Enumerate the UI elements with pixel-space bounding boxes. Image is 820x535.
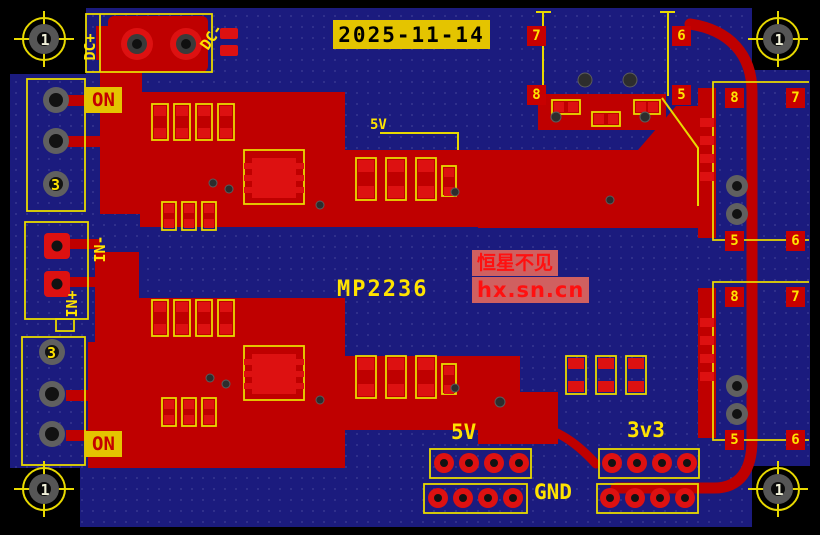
mount-hole-bottomleft[interactable]	[14, 461, 74, 517]
chip-component[interactable]	[151, 103, 169, 141]
capacitor[interactable]	[355, 355, 377, 399]
pin-label-top-8: 8	[527, 85, 546, 105]
capacitor[interactable]	[415, 157, 437, 201]
header-3v3-pads[interactable]	[602, 453, 697, 473]
pin-label-usb-upper-7: 7	[786, 88, 805, 108]
screw-terminal-upper[interactable]	[43, 87, 69, 197]
chip-component[interactable]	[181, 397, 197, 427]
chip-component[interactable]	[591, 111, 621, 127]
copper-traces	[513, 18, 758, 494]
component-cluster-lower[interactable]	[151, 299, 457, 427]
input-filter-components[interactable]	[551, 99, 661, 127]
dc-jack[interactable]	[121, 28, 238, 60]
header-5v-pads[interactable]	[434, 453, 529, 473]
vias	[205, 72, 651, 408]
silk-net-5v-label: 5V	[370, 117, 387, 133]
ic-mp2236-upper[interactable]	[243, 149, 305, 205]
chip-component[interactable]	[441, 363, 457, 395]
chip-component[interactable]	[173, 299, 191, 337]
capacitor[interactable]	[385, 157, 407, 201]
terminal-pin3-upper-label: 3	[51, 176, 61, 194]
silk-dc-plus-label: DC+	[81, 33, 99, 61]
chip-component[interactable]	[151, 299, 169, 337]
mount-hole-label-topleft: 1	[40, 31, 50, 49]
capacitor[interactable]	[355, 157, 377, 201]
capacitor[interactable]	[415, 355, 437, 399]
silk-on-upper: ON	[85, 87, 122, 113]
pin-label-usb-upper-6: 6	[786, 231, 805, 251]
header-gnd-left-pads[interactable]	[428, 488, 523, 508]
chip-component[interactable]	[201, 397, 217, 427]
mount-hole-label-topright: 1	[774, 31, 784, 49]
chip-component[interactable]	[173, 103, 191, 141]
watermark-line1: 恒星不见	[472, 250, 559, 276]
chip-component[interactable]	[161, 201, 177, 231]
chip-component[interactable]	[217, 103, 235, 141]
chip-component[interactable]	[195, 299, 213, 337]
chip-component[interactable]	[551, 99, 581, 115]
silk-header-5v-label: 5V	[451, 420, 477, 444]
capacitor[interactable]	[385, 355, 407, 399]
screw-terminal-lower[interactable]	[39, 339, 65, 447]
usb-port-upper[interactable]	[700, 118, 748, 225]
pin-label-usb-upper-5: 5	[725, 231, 744, 251]
capacitor[interactable]	[595, 355, 617, 395]
pin-label-top-6: 6	[672, 26, 691, 46]
header-gnd-right-pads[interactable]	[600, 488, 695, 508]
pin-label-usb-lower-8: 8	[725, 287, 744, 307]
terminal-in[interactable]	[44, 233, 70, 297]
date-label: 2025-11-14	[333, 20, 490, 49]
silk-in-plus-label: IN+	[63, 290, 81, 318]
chip-component[interactable]	[217, 299, 235, 337]
silk-in-minus-label: IN-	[91, 235, 109, 263]
mount-hole-label-bottomright: 1	[774, 481, 784, 499]
pin-label-usb-lower-5: 5	[725, 430, 744, 450]
mount-hole-topleft[interactable]	[14, 11, 74, 67]
pin-label-top-7: 7	[527, 26, 546, 46]
component-cluster-upper[interactable]	[151, 103, 457, 231]
capacitor[interactable]	[565, 355, 587, 395]
mount-hole-bottomright[interactable]	[748, 461, 808, 517]
silk-header-gnd-label: GND	[534, 480, 572, 504]
pin-label-top-5: 5	[672, 85, 691, 105]
pin-label-usb-lower-7: 7	[786, 287, 805, 307]
usb-port-lower[interactable]	[700, 318, 748, 425]
silk-header-3v3-label: 3v3	[627, 418, 665, 442]
chip-component[interactable]	[195, 103, 213, 141]
mount-hole-topright[interactable]	[748, 11, 808, 67]
capacitor[interactable]	[625, 355, 647, 395]
silk-part-number: MP2236	[337, 277, 429, 302]
silk-on-lower: ON	[85, 431, 122, 457]
pin-label-usb-upper-8: 8	[725, 88, 744, 108]
watermark-line2: hx.sn.cn	[472, 277, 590, 303]
chip-component[interactable]	[201, 201, 217, 231]
chip-component[interactable]	[181, 201, 197, 231]
output-capacitors[interactable]	[565, 355, 647, 395]
terminal-pin3-lower-label: 3	[47, 344, 57, 362]
chip-component[interactable]	[161, 397, 177, 427]
ic-mp2236-lower[interactable]	[243, 345, 305, 401]
pin-label-usb-lower-6: 6	[786, 430, 805, 450]
mount-hole-label-bottomleft: 1	[40, 481, 50, 499]
chip-component[interactable]	[441, 165, 457, 197]
